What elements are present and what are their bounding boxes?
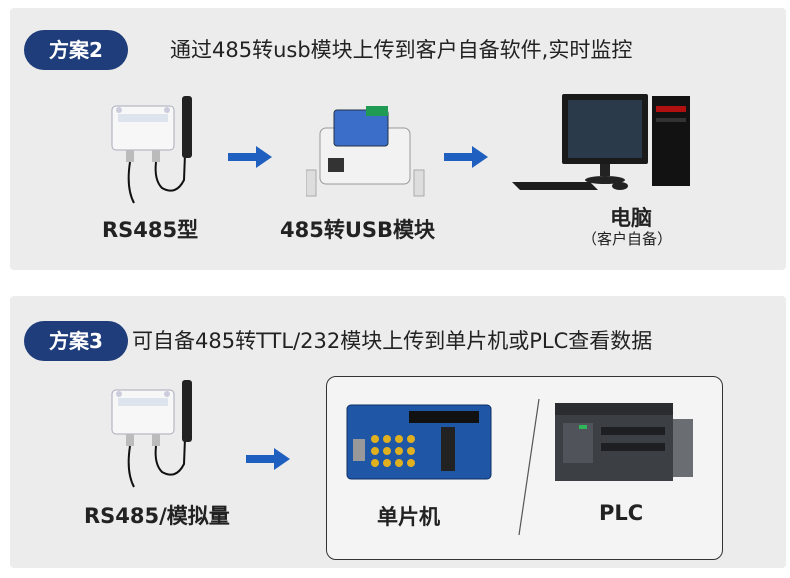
plan2-pc-label: 电脑 <box>610 206 652 230</box>
sensor-device-image <box>111 96 192 204</box>
arrow-icon <box>228 146 272 168</box>
plc-image <box>555 403 693 481</box>
plan3-mcu-label: 单片机 <box>377 505 440 529</box>
plan3-badge: 方案3 <box>24 321 128 361</box>
usb-module-image <box>306 106 425 197</box>
plan3-title: 可自备485转TTL/232模块上传到单片机或PLC查看数据 <box>132 329 653 353</box>
divider-line <box>518 398 540 536</box>
plan3-sensor-label: RS485/模拟量 <box>84 504 230 528</box>
computer-image <box>512 94 690 190</box>
arrow-icon <box>444 146 488 168</box>
plan2-pc-sublabel: （客户自备） <box>582 230 673 248</box>
plan3-panel: 方案3 可自备485转TTL/232模块上传到单片机或PLC查看数据 RS485… <box>10 296 786 568</box>
mcu-board-image <box>346 404 492 480</box>
target-devices-frame: 单片机 PLC <box>326 376 723 560</box>
plan2-title: 通过485转usb模块上传到客户自备软件,实时监控 <box>170 38 633 62</box>
arrow-icon <box>246 448 290 470</box>
sensor-device-image <box>111 380 192 488</box>
plan2-badge: 方案2 <box>24 30 128 70</box>
plan3-plc-label: PLC <box>599 501 644 525</box>
plan2-panel: 方案2 通过485转usb模块上传到客户自备软件,实时监控 RS485型 485… <box>10 8 786 270</box>
plan2-sensor-label: RS485型 <box>102 218 199 242</box>
plan2-module-label: 485转USB模块 <box>280 218 436 242</box>
